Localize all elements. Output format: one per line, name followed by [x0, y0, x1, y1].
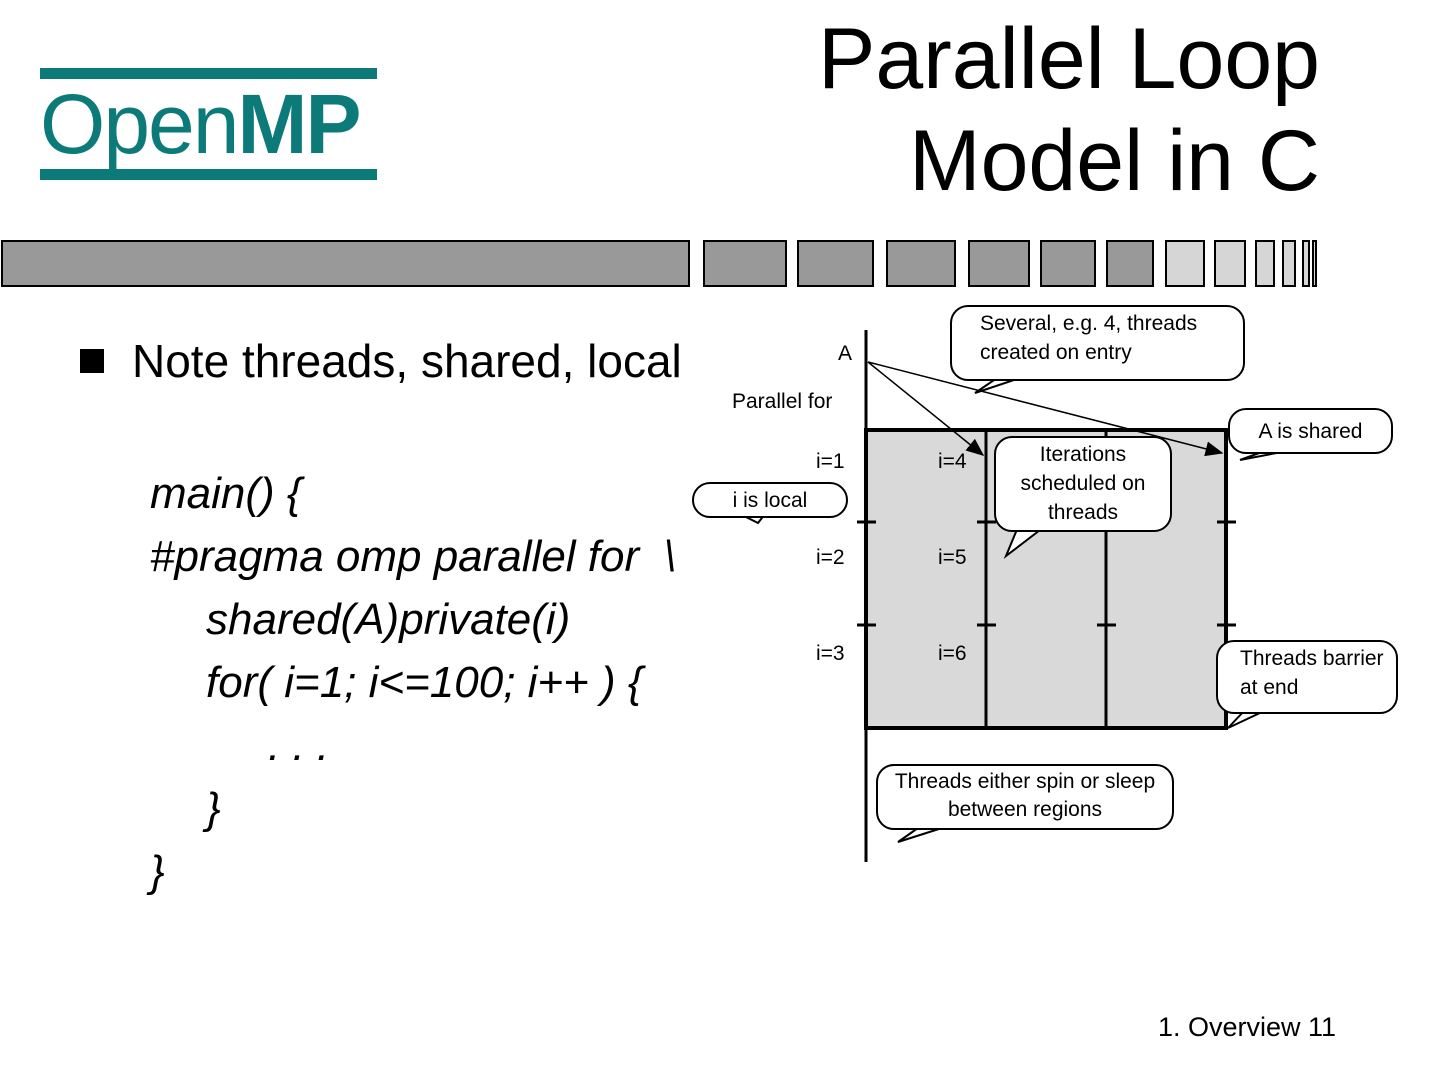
tail-spin-sleep: [897, 827, 943, 843]
callout-a-shared: A is shared: [1228, 408, 1393, 454]
openmp-logo: OpenMP: [40, 68, 377, 188]
label-parallel-for: Parallel for: [732, 390, 833, 413]
title-line-2: Model in C: [908, 113, 1320, 209]
bullet-square-icon: [80, 349, 104, 373]
slide-title: Parallel Loop Model in C: [818, 8, 1320, 212]
bullet-point: Note threads, shared, local: [80, 334, 682, 388]
tail-iterations: [1003, 526, 1041, 560]
code-line: #pragma omp parallel for \: [150, 532, 676, 581]
title-line-1: Parallel Loop: [817, 11, 1320, 107]
code-line: . . .: [268, 721, 330, 770]
title-separator: [1, 240, 1317, 287]
iteration-label: i=4: [938, 450, 967, 473]
code-line: main() {: [150, 469, 302, 518]
code-line: }: [206, 784, 221, 833]
callout-i-local: i is local: [692, 482, 848, 518]
arrow-a-to-thread2: [867, 361, 985, 456]
code-block: main() { #pragma omp parallel for \ shar…: [150, 462, 676, 903]
logo-bottom-bar: [40, 169, 377, 180]
tail-barrier: [1227, 709, 1263, 729]
iteration-label: i=5: [938, 546, 967, 569]
callout-spin-sleep: Threads either spin or sleep between reg…: [876, 764, 1174, 830]
code-line: for( i=1; i<=100; i++ ) {: [206, 658, 643, 707]
callout-barrier: Threads barrier at end: [1216, 640, 1398, 714]
callout-threads-created: Several, e.g. 4, threads created on entr…: [950, 305, 1245, 381]
label-a: A: [838, 342, 853, 365]
iteration-ticks: [857, 520, 1236, 627]
iteration-label: i=2: [816, 546, 845, 569]
logo-mp-text: MP: [237, 77, 362, 171]
logo-wordmark: OpenMP: [40, 77, 362, 171]
bullet-text: Note threads, shared, local: [132, 335, 682, 387]
code-line: }: [150, 847, 165, 896]
iteration-label: i=3: [816, 642, 845, 665]
logo-open-text: Open: [40, 77, 239, 171]
code-line: shared(A)private(i): [206, 595, 571, 644]
tail-a-shared: [1239, 451, 1283, 461]
callout-iterations-scheduled: Iterations scheduled on threads: [994, 436, 1172, 532]
iteration-label: i=1: [816, 450, 845, 473]
logo-top-bar: [40, 68, 377, 79]
slide-footer: 1. Overview 11: [1158, 1012, 1337, 1042]
iteration-label: i=6: [938, 642, 967, 665]
